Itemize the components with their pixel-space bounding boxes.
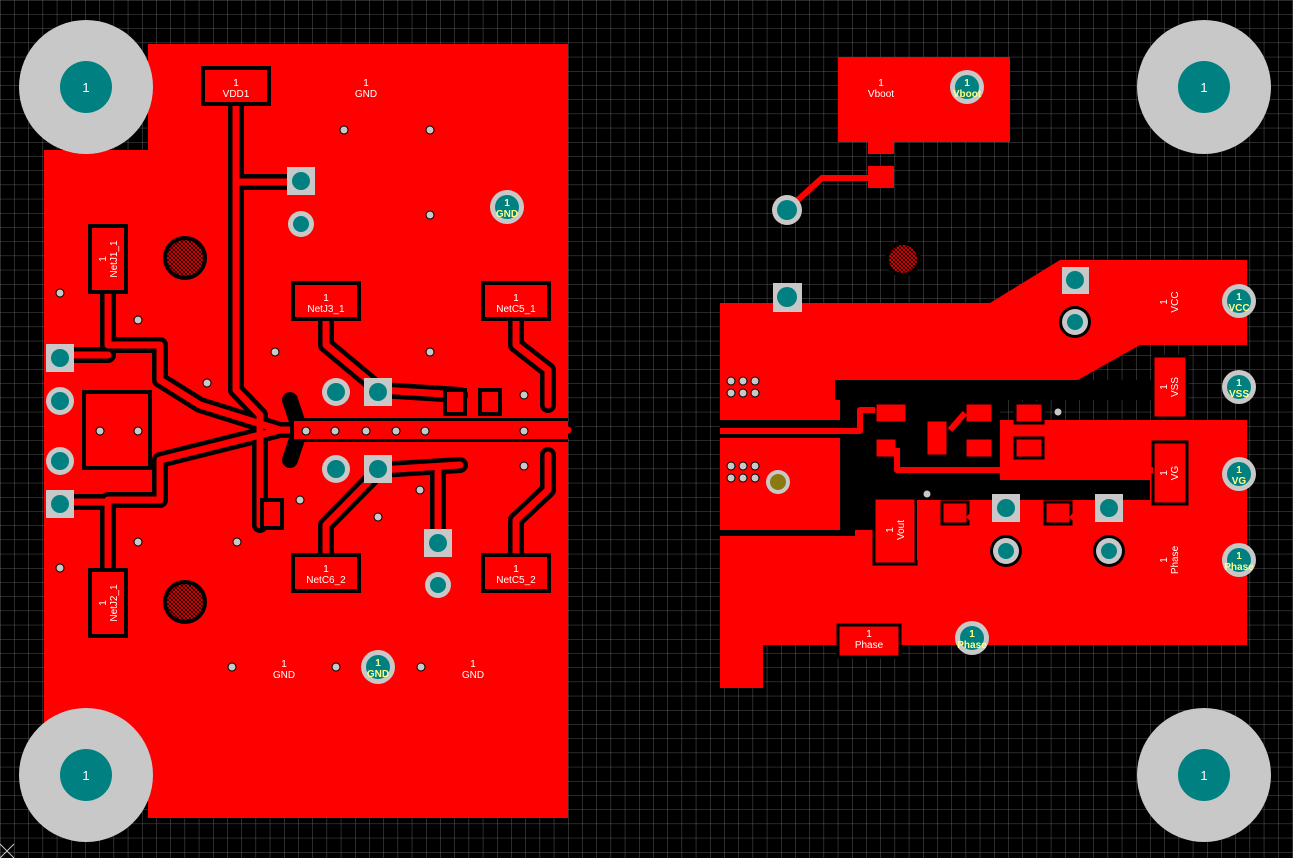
pad-num: 1 [513,564,519,575]
mounting-hole-top-left[interactable]: 1 [19,20,153,154]
pad-num: 1 [1236,378,1242,389]
pad-net: Phase [1224,562,1254,573]
pad-num: 1 [885,527,896,533]
pad-vdd1[interactable] [201,66,271,106]
pad-num: 1 [98,600,109,606]
pad-num: 1 [363,78,369,89]
origin-marker-icon [0,843,15,858]
hole-label: 1 [1200,768,1207,783]
left-th-pads [46,167,524,684]
pad-num: 1 [470,659,476,670]
pad-num: 1 [1236,551,1242,562]
left-smd-pads [88,66,551,638]
pad-net: Phase [855,640,884,651]
hole-label: 1 [82,80,89,95]
pad-phase-bottom[interactable] [836,623,902,659]
pad-num: 1 [1159,299,1170,305]
pad-net: GND [273,670,295,681]
pad-num: 1 [1236,465,1242,476]
pad-net: VCC [1228,303,1249,314]
hole-label: 1 [82,768,89,783]
pad-net: Vboot [953,89,982,100]
pad-net: Phase [957,640,987,651]
pad-net: NetJ3_1 [307,304,345,315]
vboot-pour [838,57,1010,142]
pad-net: VG [1170,466,1181,481]
pad-num: 1 [878,78,884,89]
pad-netc5-1[interactable] [481,281,551,321]
pad-net: VCC [1170,291,1181,312]
left-traces-copper [56,91,572,609]
pad-net: NetC5_2 [496,575,536,586]
right-smd-pads [836,354,1189,659]
mounting-holes: 1 1 1 1 [19,20,1271,842]
pad-num: 1 [969,629,975,640]
pad-num: 1 [1159,470,1170,476]
pad-netj3-1[interactable] [291,281,361,321]
pad-net: Vout [896,520,907,540]
pad-num: 1 [233,78,239,89]
pad-num: 1 [281,659,287,670]
right-board: 1 Vboot 1 Vboot 1 VCC 1 VCC 1 VSS 1 VSS … [720,57,1256,688]
pad-net: VSS [1170,377,1181,397]
left-stitching-vias [55,125,529,672]
pad-net: VDD1 [223,89,250,100]
pad-net: NetJ1_1 [109,240,120,278]
pad-num: 1 [1159,557,1170,563]
pad-net: NetC6_2 [306,575,346,586]
pad-num: 1 [1236,292,1242,303]
mounting-hole-bottom-left[interactable]: 1 [19,708,153,842]
pad-num: 1 [964,78,970,89]
right-pad-labels: 1 Vboot 1 Vboot 1 VCC 1 VCC 1 VSS 1 VSS … [855,78,1254,651]
pad-net: GND [496,209,518,220]
mounting-hole-top-right[interactable]: 1 [1137,20,1271,154]
pad-num: 1 [504,198,510,209]
pad-net: GND [367,669,389,680]
pad-net: VG [1232,476,1247,487]
pad-net: Phase [1170,545,1181,574]
pad-net: NetC5_1 [496,304,536,315]
pad-num: 1 [866,629,872,640]
pad-num: 1 [1159,384,1170,390]
pad-num: 1 [323,564,329,575]
right-th-pads [772,70,1256,655]
pad-netc5-2[interactable] [481,553,551,593]
pad-vout[interactable] [872,496,918,566]
pad-net: VSS [1229,389,1249,400]
pad-num: 1 [375,658,381,669]
left-fiducials [163,236,207,624]
pad-net: GND [355,89,377,100]
pad-net: NetJ2_1 [109,584,120,622]
pad-netj2-1[interactable] [88,568,128,638]
right-small-vias [726,376,1063,499]
left-board: 1 VDD1 1 GND 1 GND 1 NetJ1_1 1 NetJ3_1 1… [44,44,576,818]
pad-net: Vboot [868,89,894,100]
pad-num: 1 [98,256,109,262]
pad-num: 1 [323,293,329,304]
pad-num: 1 [513,293,519,304]
pad-vss[interactable] [1151,354,1189,420]
hole-label: 1 [1200,80,1207,95]
pad-net: GND [462,670,484,681]
pad-vg[interactable] [1151,440,1189,506]
pad-netj1-1[interactable] [88,224,128,294]
mounting-hole-bottom-right[interactable]: 1 [1137,708,1271,842]
pad-netc6-2[interactable] [291,553,361,593]
left-pad-labels: 1 VDD1 1 GND 1 GND 1 NetJ1_1 1 NetJ3_1 1… [98,78,536,681]
